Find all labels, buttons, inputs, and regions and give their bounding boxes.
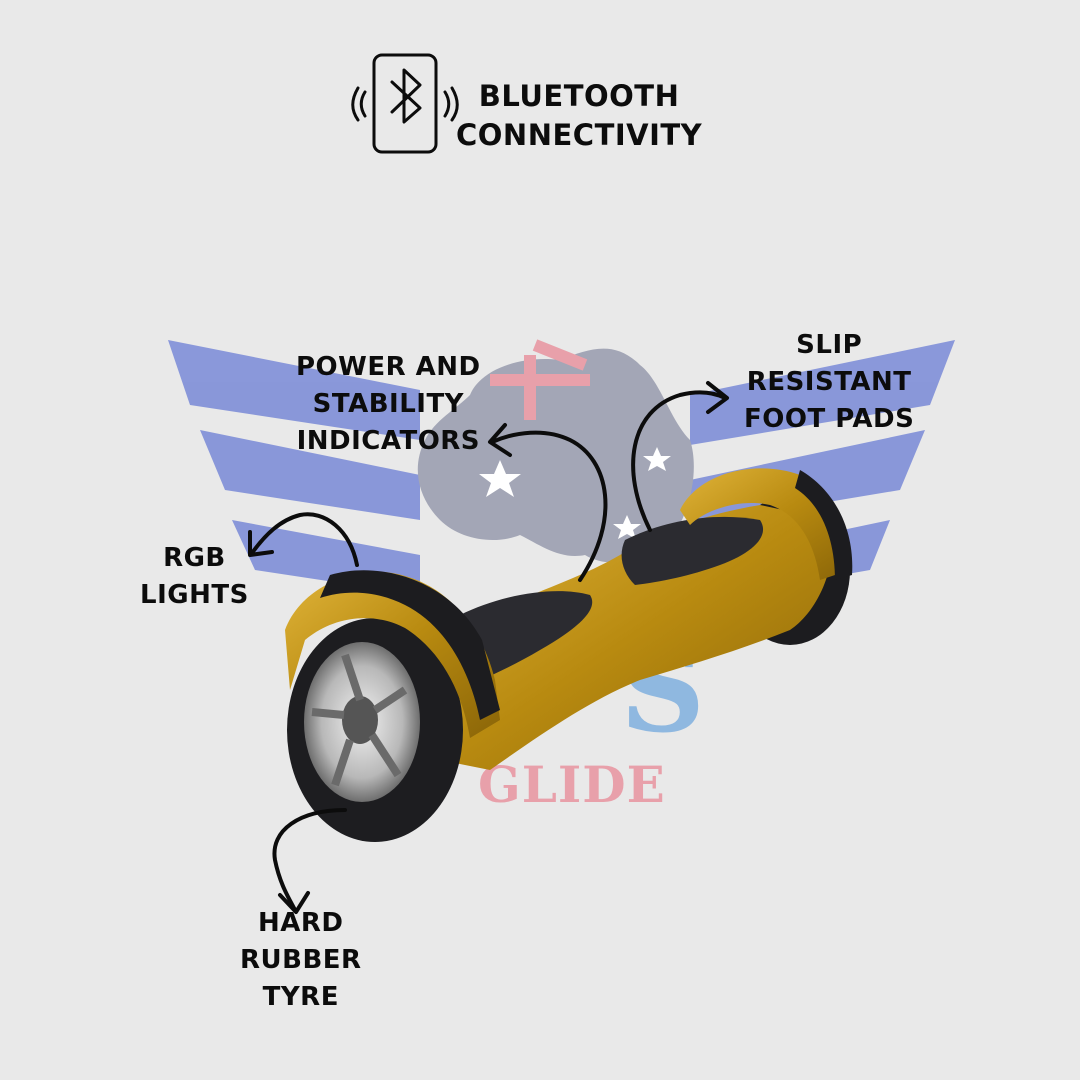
australia-map (417, 348, 694, 563)
watermark-word: GLIDE (478, 755, 666, 814)
slip-resistant-label: SLIP RESISTANT FOOT PADS (744, 330, 915, 434)
power-indicators-label: POWER AND STABILITY INDICATORS (296, 352, 481, 456)
board-body (430, 505, 833, 770)
arrow-slip (631, 390, 727, 532)
hard-rubber-tyre-label: HARD RUBBER TYRE (240, 908, 362, 1012)
arrow-power (490, 430, 608, 582)
foot-pad-front (621, 516, 764, 585)
rgb-lights-label: RGB LIGHTS (140, 543, 249, 610)
star-icon (479, 447, 671, 539)
flag-stripes (490, 339, 590, 420)
arrow-tyre (272, 808, 347, 912)
near-wheel (287, 618, 463, 842)
bluetooth-label: BLUETOOTH CONNECTIVITY (456, 79, 703, 152)
arrow-rgb (250, 512, 359, 567)
